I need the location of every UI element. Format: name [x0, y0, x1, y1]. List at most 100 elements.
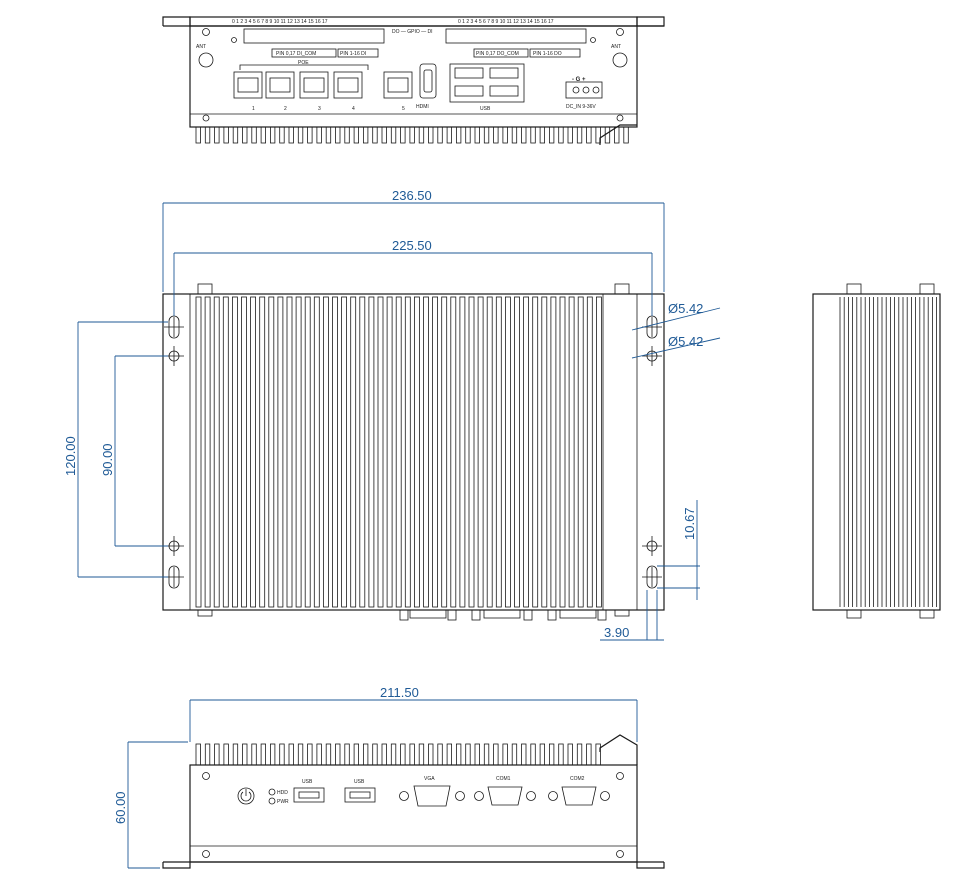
lan-port-socket — [303, 77, 325, 93]
screw-icon — [202, 850, 210, 858]
fin — [441, 296, 448, 608]
fin — [316, 743, 322, 766]
fin — [359, 296, 366, 608]
top-heatsink-fins — [195, 296, 602, 608]
screw-icon — [231, 37, 237, 43]
fin — [567, 126, 573, 144]
fin — [511, 743, 518, 766]
dim-3-90: 3.90 — [604, 625, 629, 640]
lan-port-socket — [387, 77, 409, 93]
fin — [514, 296, 520, 608]
dim-120-00: 120.00 — [63, 436, 78, 476]
fin — [521, 126, 527, 144]
gpio-label: DO — GPIO — DI — [392, 29, 433, 35]
screw-icon — [616, 114, 624, 122]
fin — [428, 126, 434, 144]
pin-numbers-right: 0 1 2 3 4 5 6 7 8 9 10 11 12 13 14 15 16… — [458, 19, 554, 25]
dim-236-50: 236.50 — [392, 188, 432, 203]
fin — [432, 296, 439, 608]
dim-hole-spacing-width: 225.50 — [173, 238, 653, 316]
fin — [297, 126, 304, 144]
fin — [404, 296, 411, 608]
fin — [523, 296, 529, 608]
antenna-port-left — [198, 52, 214, 68]
front-usb-port-1 — [293, 787, 325, 803]
fin — [335, 743, 341, 766]
fin — [268, 296, 275, 608]
fin — [362, 743, 369, 766]
fin — [335, 126, 341, 144]
fin — [269, 126, 276, 144]
fin — [344, 126, 350, 144]
fin — [231, 296, 238, 608]
side-heatsink-fins — [839, 297, 937, 607]
fin — [251, 126, 257, 144]
fin — [502, 743, 508, 766]
com2-label: COM2 — [570, 776, 585, 782]
fin — [549, 126, 555, 144]
fin — [558, 743, 564, 766]
com2-port — [561, 786, 597, 806]
pin-label-left: PIN 1-16 DI — [340, 51, 366, 57]
fin — [465, 743, 471, 766]
lan-label: 2 — [284, 106, 287, 112]
fin — [269, 743, 276, 766]
fin — [241, 296, 247, 608]
hdd-label: HDD — [277, 790, 288, 796]
power-button-icon — [237, 787, 255, 805]
fin — [372, 743, 378, 766]
fin — [418, 743, 425, 766]
screw-icon — [616, 772, 624, 780]
fin — [251, 743, 257, 766]
fin — [474, 743, 480, 766]
fin — [325, 126, 332, 144]
fin — [279, 743, 285, 766]
lan-port — [265, 71, 295, 99]
dc-input-connector — [565, 81, 603, 99]
fin — [596, 296, 602, 608]
fin — [495, 296, 502, 608]
fin — [232, 126, 239, 144]
rear-heatsink-fins — [195, 126, 629, 144]
dim-total-width: 236.50 — [162, 188, 665, 292]
gpio-di-terminal — [243, 28, 385, 44]
fin — [614, 126, 620, 144]
fin — [390, 743, 397, 766]
fin — [623, 126, 629, 144]
fin — [437, 126, 443, 144]
fin — [353, 743, 360, 766]
fin — [390, 126, 397, 144]
rear-usb-block — [449, 63, 525, 103]
fin — [586, 126, 592, 144]
dc-in-label: DC_IN 9-36V — [566, 104, 596, 110]
fin — [381, 126, 387, 144]
top-view: 236.50 225.50 120.00 90.00 Ø5.42 Ø5.42 — [63, 188, 721, 641]
lan-port — [333, 71, 363, 99]
screw-icon — [202, 28, 210, 36]
lan-label: 4 — [352, 106, 355, 112]
lan-label: 5 — [402, 106, 405, 112]
antenna-port-right — [612, 52, 628, 68]
dim-total-height: 120.00 — [63, 321, 168, 578]
fin — [341, 296, 348, 608]
rear-view: ANT ANT 0 1 2 3 4 5 6 7 8 9 10 11 12 13 … — [162, 16, 665, 145]
fin — [586, 296, 593, 608]
fin — [260, 126, 267, 144]
fin — [213, 296, 220, 608]
fin — [539, 743, 545, 766]
dim-90-00: 90.00 — [100, 443, 115, 476]
dim-front-height: 60.00 — [113, 741, 188, 869]
dim-211-50: 211.50 — [380, 685, 419, 700]
fin — [409, 743, 415, 766]
fin — [530, 126, 536, 144]
dim-edge-offset: 3.90 — [600, 590, 664, 641]
fin — [483, 126, 490, 144]
fin — [350, 296, 357, 608]
fin — [446, 126, 453, 144]
usb-port — [454, 85, 484, 97]
fin — [604, 126, 611, 144]
fin — [465, 126, 471, 144]
fin — [486, 296, 493, 608]
dim-front-width: 211.50 — [189, 685, 638, 742]
fin — [288, 743, 294, 766]
